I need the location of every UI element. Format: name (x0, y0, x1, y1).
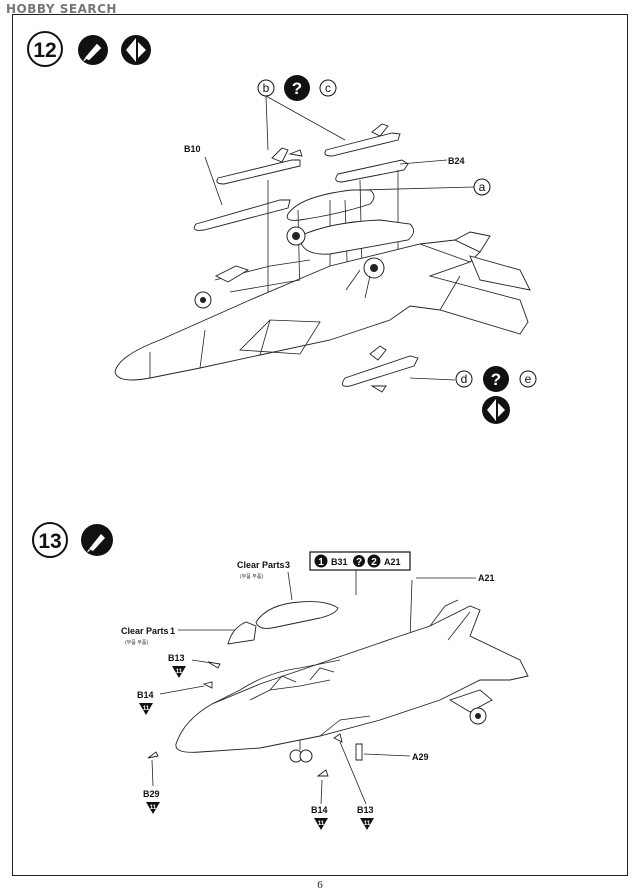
glue-icon-2 (81, 524, 113, 556)
callout-b-q-c: b ? c (257, 75, 337, 101)
triangle-b29-num: 11 (150, 805, 157, 811)
part-b14-bottom-label: B14 (311, 805, 328, 815)
part-b29-shape (147, 751, 159, 759)
triangle-b13-top-num: 11 (176, 669, 183, 675)
missile-left (216, 147, 303, 185)
part-b29-label: B29 (143, 789, 160, 799)
step-12-number: 12 (33, 39, 56, 62)
clear-parts-3-label: Clear Parts (237, 560, 285, 570)
part-b14-top-label: B14 (137, 690, 154, 700)
triangle-b13-bottom (360, 818, 374, 830)
missile-lower (341, 345, 419, 393)
letter-e: e (525, 372, 532, 386)
aircraft-step12 (114, 219, 531, 381)
part-b14-bottom-shape (316, 769, 329, 777)
page-border (12, 14, 628, 876)
triangle-b13-bottom-num: 11 (364, 821, 371, 827)
watermark: HOBBY SEARCH (6, 2, 117, 16)
clear-parts-3-number: 3 (285, 560, 290, 570)
part-a29-shape (355, 743, 363, 761)
pylon-b24 (335, 159, 409, 183)
both-sides-icon-2 (482, 396, 510, 424)
clear-parts-3-sub: (부품 부품) (240, 574, 263, 580)
triangle-b14-top-num: 11 (143, 706, 150, 712)
seq-part-a21: A21 (384, 557, 401, 567)
triangle-b14-bottom (314, 818, 328, 830)
part-b10-label: B10 (184, 144, 201, 154)
triangle-b13-top (172, 666, 186, 678)
seq-step-2: 2 (371, 557, 377, 568)
pylon-b10 (193, 199, 291, 231)
step-13-number: 13 (38, 530, 61, 553)
page-number: 6 (317, 879, 323, 891)
aircraft-step13 (175, 599, 529, 763)
part-b13-bottom-label: B13 (357, 805, 374, 815)
part-a21-label: A21 (478, 573, 495, 583)
windscreen-clear-part-1 (227, 621, 257, 645)
question-icon-2 (483, 366, 509, 392)
seq-step-1: 1 (318, 557, 324, 568)
letter-d-circle (455, 370, 473, 388)
letter-d: d (461, 372, 468, 386)
triangle-b14-bottom-num: 11 (318, 821, 325, 827)
letter-a: a (479, 180, 486, 194)
clear-parts-1-sub: (부품 부품) (125, 640, 148, 646)
letter-e-circle (519, 370, 537, 388)
part-b24-label: B24 (448, 156, 465, 166)
step-13-header: 13 (32, 522, 113, 558)
canopy-clear-part-3 (255, 601, 339, 629)
missile-right (324, 123, 401, 157)
triangle-b29 (146, 802, 160, 814)
triangle-b14-top (139, 703, 153, 715)
step-13-badge (32, 522, 68, 558)
letter-c: c (325, 81, 331, 95)
letter-b: b (263, 81, 270, 95)
pallet-a (286, 189, 375, 221)
letter-c-circle (319, 79, 337, 97)
step-12-badge (27, 31, 63, 67)
seq-part-b31: B31 (331, 557, 348, 567)
seq-question: ? (356, 557, 362, 568)
glue-icon (78, 35, 108, 65)
part-b13-top-label: B13 (168, 653, 185, 663)
question-mark: ? (292, 79, 302, 98)
question-icon (284, 75, 310, 101)
both-sides-icon (121, 35, 151, 65)
clear-parts-1-label: Clear Parts (121, 626, 169, 636)
question-mark-2: ? (491, 370, 501, 389)
sequence-box: 1 B31 ? 2 A21 (309, 551, 411, 571)
clear-parts-1-number: 1 (170, 626, 175, 636)
part-a29-label: A29 (412, 752, 429, 762)
step-12-header: 12 (27, 31, 151, 67)
